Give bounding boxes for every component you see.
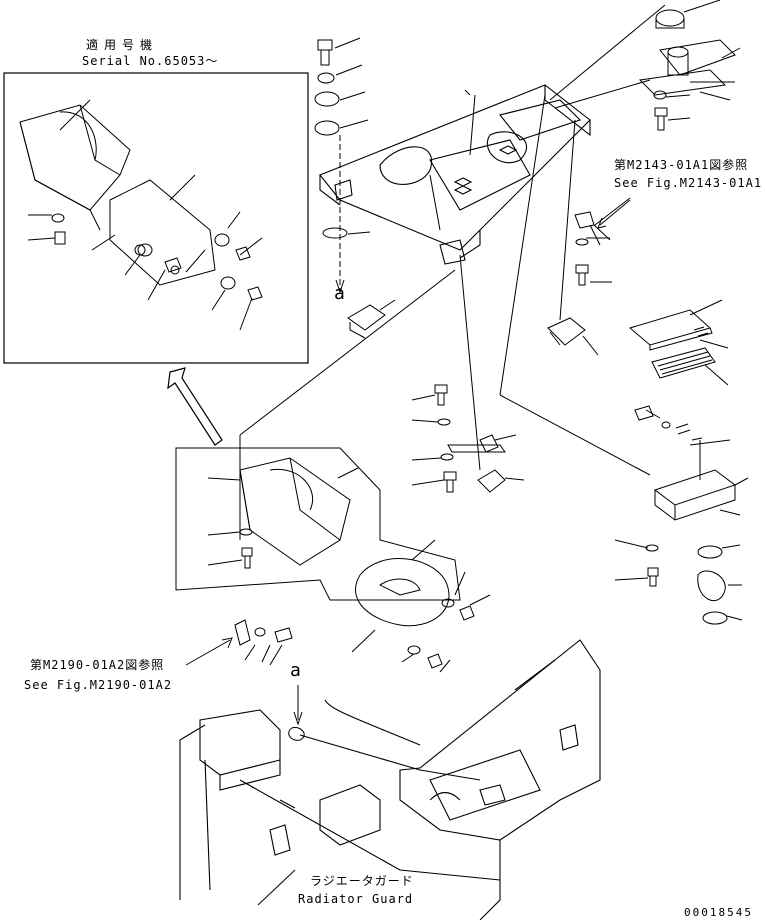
drawing-number: 00018545 (684, 906, 753, 919)
serial-inset-box (3, 72, 309, 364)
right-box (614, 405, 749, 625)
frame-struts (239, 94, 651, 540)
radiator-leader (257, 869, 296, 906)
cap-assembly (549, 0, 741, 131)
top-leaders (334, 37, 471, 311)
main-frame (319, 84, 591, 265)
ref-m2190-en: See Fig.M2190-01A2 (24, 678, 173, 692)
duct-region (175, 447, 461, 601)
center-hardware (411, 384, 525, 493)
filter-pieces (628, 299, 729, 386)
callout-a-top: a (334, 283, 345, 304)
ref-m2143-en: See Fig.M2143-01A1 (614, 176, 763, 190)
radiator-housing (179, 639, 601, 920)
inset-duct (19, 104, 216, 286)
ref-m2143-leader (594, 197, 631, 226)
callout-a-bottom: a (290, 660, 301, 681)
serial-title-jp: 適用号機 (86, 38, 159, 52)
serial-number: Serial No.65053～ (82, 54, 219, 68)
bracket-m2143 (547, 199, 631, 356)
callout-a-lower (288, 685, 305, 741)
inset-arrow (167, 367, 223, 446)
top-hardware-stack (314, 39, 386, 339)
bracket-m2190 (185, 619, 293, 666)
ref-m2143-jp: 第M2143-01A1図参照 (614, 158, 749, 172)
gasket-plate (351, 539, 491, 673)
inset-hardware (51, 213, 263, 301)
inset-leaders (27, 99, 263, 331)
radiator-guard-en: Radiator Guard (298, 892, 414, 906)
ref-m2190-jp: 第M2190-01A2図参照 (30, 658, 165, 672)
radiator-guard-jp: ラジエータガード (310, 874, 414, 888)
